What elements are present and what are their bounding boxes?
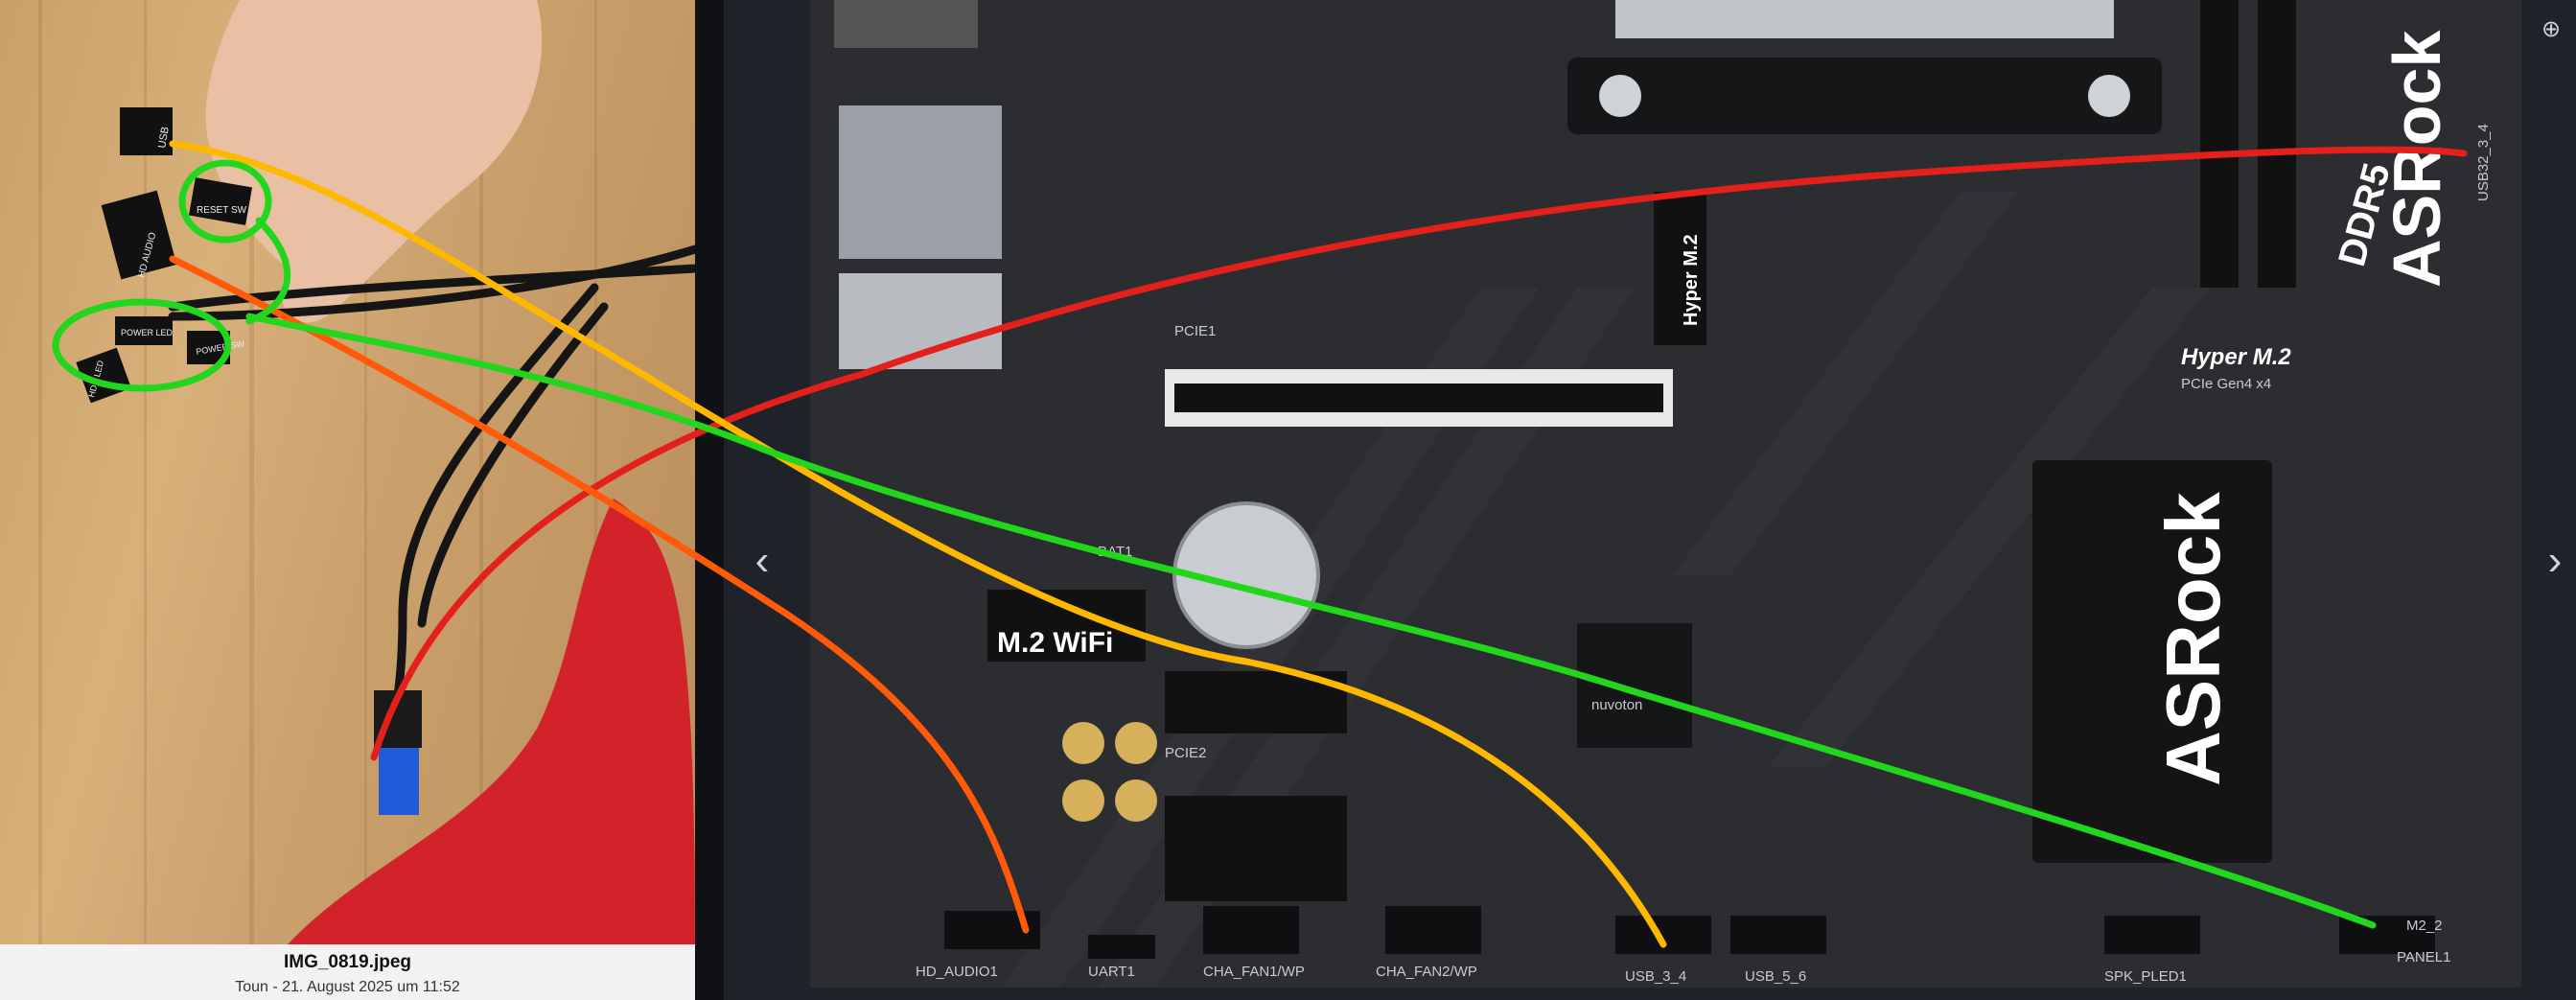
spk-pled-label: SPK_PLED1 [2104,968,2187,985]
photo-filename: IMG_0819.jpeg [283,952,412,972]
usb-connector [120,107,173,155]
cha-fan2-label: CHA_FAN2/WP [1376,964,1477,980]
super-io-chip [1577,623,1692,748]
prev-image-button[interactable]: ‹ [754,537,770,584]
usb-connector-label: USB [156,126,172,149]
caption-bar: IMG_0819.jpeg Toun - 21. August 2025 um … [0,944,695,1000]
next-image-button[interactable]: › [2547,537,2563,584]
dimm-slot-1 [2200,0,2239,288]
cable-photo-art: USB RESET SW HD AUDIO POWER LED POWER SW… [38,0,695,944]
usb32-header-label: USB32_3_4 [2475,124,2492,201]
m2-wifi-label: M.2 WiFi [997,627,1113,659]
power-led-label: POWER LED [121,328,174,337]
cpu-socket-edge [1615,0,2114,38]
dimm-slot-2 [2258,0,2296,288]
screw [2088,75,2130,117]
hand [205,0,543,323]
cable-photo: USB RESET SW HD AUDIO POWER LED POWER SW… [0,0,695,944]
usb-header-plug [374,690,422,748]
usb-3-4-label: USB_3_4 [1625,968,1686,985]
zoom-in-button[interactable]: ⊕ [2541,16,2562,42]
super-io-label: nuvoton [1591,697,1642,713]
hd-audio-connector [101,190,177,280]
cpu-backplate [1567,58,2162,134]
hdd-led-connector [76,347,132,404]
pcie1-label: PCIE1 [1174,323,1216,339]
bat-label: BAT1 [1098,544,1132,560]
usb-port-block [839,273,1002,369]
panel-label: PANEL1 [2397,949,2450,965]
photo-date: Toun - 21. August 2025 um 11:52 [235,979,460,995]
uart-header-label: UART1 [1088,964,1135,980]
hyper-m2-sub: PCIe Gen4 x4 [2181,376,2271,392]
cmos-battery [1172,501,1320,649]
usb-5-6-label: USB_5_6 [1745,968,1806,985]
screw [1599,75,1641,117]
m2-2-label: M2_2 [2406,918,2443,934]
usb-header-blue [379,748,419,815]
red-cloth [288,499,695,944]
hd-audio-header-label: HD_AUDIO1 [916,964,998,980]
cha-fan1-label: CHA_FAN1/WP [1203,964,1305,980]
pcie-x16-inner [1174,384,1663,412]
hyper-m2-title: Hyper M.2 [2181,344,2291,370]
lan-usb-port [839,105,1002,259]
heatsink-brand: ASRock [2150,492,2236,786]
pane-divider [695,0,724,1000]
motherboard-image: ASRock DDR5 USB32_3_4 Hyper M.2 Hyper M.… [810,0,2521,988]
board-brand-top: ASRock [2379,31,2454,288]
hyper-m2-slot-label: Hyper M.2 [1681,234,1702,326]
motherboard-art: ASRock DDR5 USB32_3_4 Hyper M.2 Hyper M.… [834,0,2492,988]
pcie2-label: PCIE2 [1165,745,1206,761]
pcie-x1-slot [1165,671,1347,733]
pcie-x4-slot [1165,796,1347,901]
io-top [834,0,978,48]
audio-capacitors [1062,722,1157,822]
reset-sw-label: RESET SW [197,205,247,216]
